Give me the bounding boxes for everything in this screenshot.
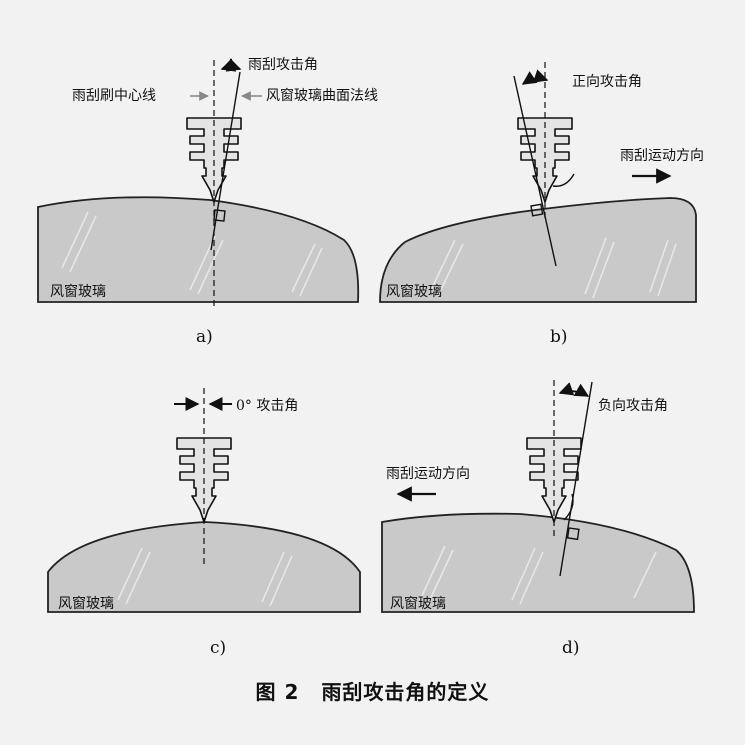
centerline-label: 雨刮刷中心线 [72, 88, 156, 104]
glass-label: 风窗玻璃 [390, 595, 446, 612]
figure-caption: 图 2 雨刮攻击角的定义 [0, 676, 745, 705]
attack-angle-label: 正向攻击角 [572, 74, 642, 90]
attack-angle-label: 负向攻击角 [598, 398, 668, 414]
panel-b: 正向攻击角 雨刮运动方向 风窗玻璃 b) [379, 62, 704, 347]
panel-a: 雨刮攻击角 雨刮刷中心线 风窗玻璃曲面法线 风窗玻璃 a) [37, 57, 378, 347]
panel-sublabel: b) [550, 327, 568, 347]
glass-reflection [61, 211, 323, 297]
right-angle-mark [530, 203, 544, 217]
panel-c: 0° 攻击角 风窗玻璃 c) [47, 388, 361, 658]
glass-reflection [429, 237, 677, 299]
attack-angle-label: 0° 攻击角 [236, 398, 298, 414]
motion-label: 雨刮运动方向 [386, 466, 470, 482]
windshield-glass [379, 197, 697, 303]
figure-number: 图 2 [255, 680, 300, 704]
normal-label: 风窗玻璃曲面法线 [266, 87, 378, 104]
glass-label: 风窗玻璃 [58, 595, 114, 612]
angle-arc [521, 69, 549, 85]
glass-reflection [117, 547, 293, 607]
glass-reflection [419, 545, 657, 605]
attack-angle-label: 雨刮攻击角 [248, 57, 318, 73]
figure-title: 雨刮攻击角的定义 [321, 680, 490, 704]
angle-arc [220, 58, 242, 72]
deflected-lip [552, 173, 575, 187]
surface-normal-line [559, 381, 593, 577]
glass-label: 风窗玻璃 [50, 283, 106, 300]
windshield-glass [37, 196, 360, 303]
angle-arc [558, 382, 590, 397]
windshield-glass [47, 521, 361, 613]
glass-label: 风窗玻璃 [386, 283, 442, 300]
motion-label: 雨刮运动方向 [620, 148, 704, 164]
surface-normal-line [513, 75, 557, 267]
right-angle-mark [213, 209, 226, 222]
panel-d: 负向攻击角 雨刮运动方向 风窗玻璃 d) [381, 380, 695, 658]
panel-sublabel: a) [196, 327, 213, 347]
panel-sublabel: c) [210, 638, 226, 658]
right-angle-mark [566, 527, 580, 541]
diagram-canvas: 雨刮攻击角 雨刮刷中心线 风窗玻璃曲面法线 风窗玻璃 a) 正向攻击角 雨刮运动… [37, 57, 704, 658]
panel-sublabel: d) [562, 638, 580, 658]
